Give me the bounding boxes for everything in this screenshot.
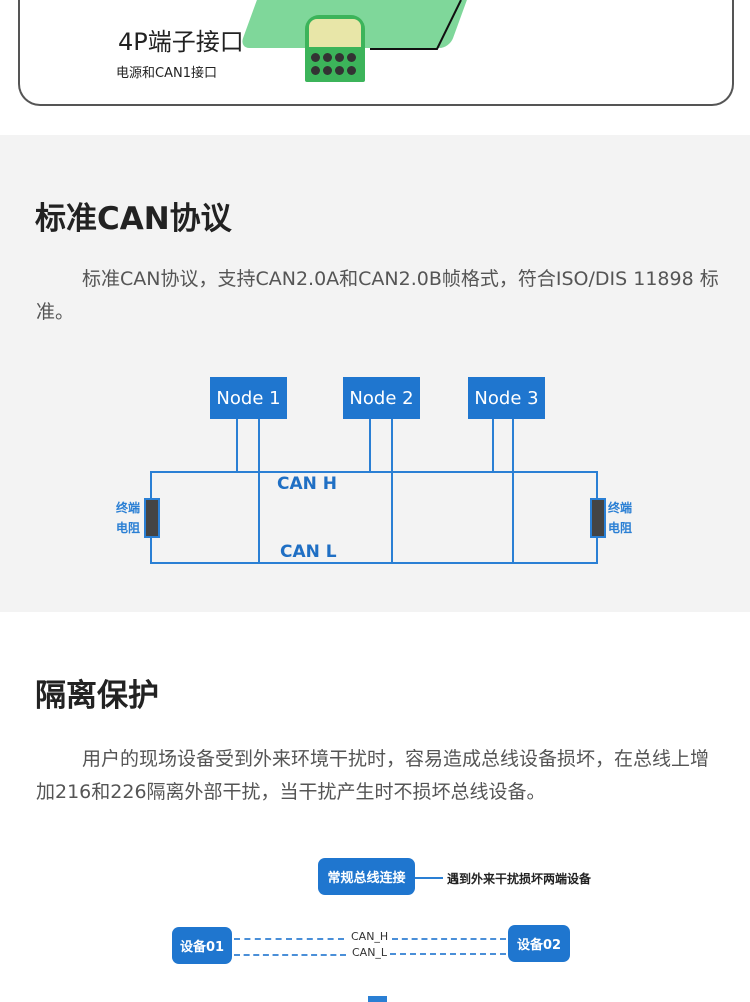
- terminator-label-right: 终端电阻: [608, 498, 632, 538]
- isolation-title: 隔离保护: [35, 678, 159, 714]
- callout-line: [370, 0, 462, 50]
- interface-subtitle: 电源和CAN1接口: [116, 66, 217, 81]
- can-h-line-label: CAN_H: [351, 930, 389, 943]
- can-l-label: CAN L: [280, 542, 337, 562]
- terminator-label-left: 终端电阻: [116, 498, 140, 538]
- can-h-label: CAN H: [277, 474, 338, 494]
- section-paragraph: 标准CAN协议，支持CAN2.0A和CAN2.0B帧格式，符合ISO/DIS 1…: [36, 268, 719, 323]
- can-l-dash: [390, 953, 506, 955]
- isolation-paragraph: 用户的现场设备受到外来环境干扰时，容易造成总线设备损坏，在总线上增加216和22…: [36, 748, 710, 803]
- can-l-line-label: CAN_L: [352, 946, 388, 959]
- can-protocol-section: 标准CAN协议 标准CAN协议，支持CAN2.0A和CAN2.0B帧格式，符合I…: [0, 135, 750, 612]
- interface-title: 4P端子接口: [118, 28, 244, 56]
- label-line: 电阻: [608, 521, 633, 535]
- can-bus-diagram: [150, 419, 598, 564]
- normal-bus-note: 遇到外来干扰损坏两端设备: [447, 872, 592, 886]
- can-h-dash: [392, 938, 506, 940]
- terminal-block-image: [305, 15, 365, 82]
- next-box-edge: [368, 996, 387, 1002]
- section-title: 标准CAN协议: [35, 201, 232, 237]
- label-line: 电阻: [116, 521, 141, 535]
- label-line: 终端: [608, 501, 633, 515]
- node-1: Node 1: [210, 377, 287, 419]
- terminator-resistor-right: [590, 498, 606, 538]
- device-02: 设备02: [508, 925, 570, 962]
- can-l-dash: [234, 954, 346, 956]
- normal-bus-box: 常规总线连接: [318, 858, 415, 895]
- node-3: Node 3: [468, 377, 545, 419]
- device-01: 设备01: [172, 927, 232, 964]
- label-line: 终端: [116, 501, 141, 515]
- terminator-resistor-left: [144, 498, 160, 538]
- node-2: Node 2: [343, 377, 420, 419]
- note-connector: [415, 877, 443, 879]
- can-h-dash: [234, 938, 344, 940]
